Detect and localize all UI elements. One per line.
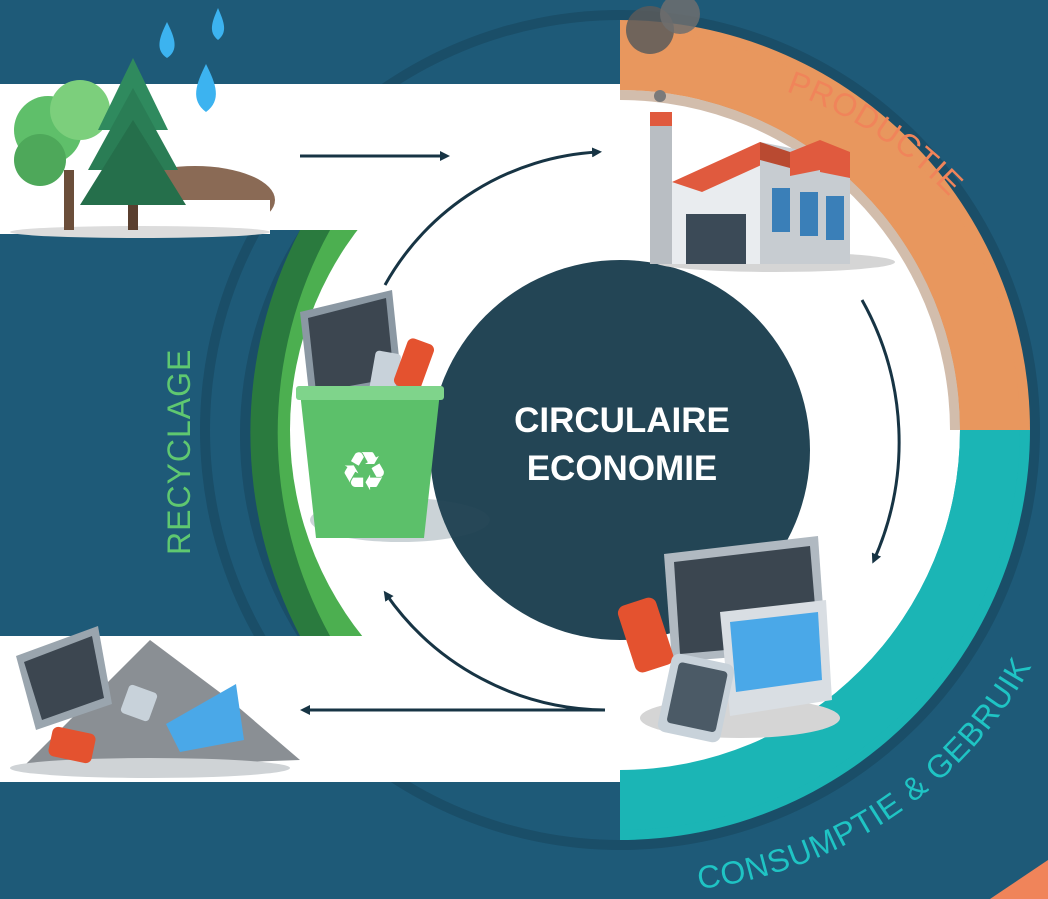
label-recyclage: RECYCLAGE bbox=[161, 349, 197, 555]
recyclage-ring-shade bbox=[250, 230, 330, 636]
consumptie-ring bbox=[620, 430, 1020, 830]
factory-window bbox=[826, 196, 844, 240]
phone bbox=[369, 350, 401, 398]
center-disc bbox=[430, 260, 810, 640]
waste-pile-illustration bbox=[10, 626, 300, 778]
factory-door bbox=[686, 214, 746, 264]
crumpled-photo bbox=[166, 684, 244, 752]
smoke-icon bbox=[654, 90, 666, 102]
recycle-icon: ♻ bbox=[340, 440, 388, 503]
water-drop-icon bbox=[211, 8, 225, 40]
recyclage-ring bbox=[277, 230, 372, 636]
center-title-line2: ECONOMIE bbox=[527, 449, 718, 488]
factory-window bbox=[800, 192, 818, 236]
factory-window bbox=[772, 188, 790, 232]
recycle-bin bbox=[300, 392, 440, 538]
arrow-consumption-to-recycling bbox=[383, 590, 606, 712]
arrow-production-to-consumption bbox=[860, 299, 901, 564]
productie-ring bbox=[620, 30, 1020, 430]
water-drop-icon bbox=[196, 64, 216, 112]
factory-illustration bbox=[626, 0, 895, 272]
arrow-recycle-to-production bbox=[383, 147, 602, 286]
corner-accent bbox=[990, 860, 1048, 899]
water-drop-icon bbox=[159, 22, 175, 58]
recycling-bin-illustration: ♻ bbox=[296, 290, 490, 542]
trees-and-water-illustration bbox=[0, 8, 275, 238]
soda-can bbox=[393, 338, 435, 392]
center-title-line1: CIRCULAIRE bbox=[514, 401, 730, 440]
crushed-can bbox=[48, 726, 96, 764]
consumer-devices-illustration bbox=[617, 536, 840, 743]
chimney bbox=[650, 112, 672, 264]
soda-can bbox=[617, 597, 674, 673]
